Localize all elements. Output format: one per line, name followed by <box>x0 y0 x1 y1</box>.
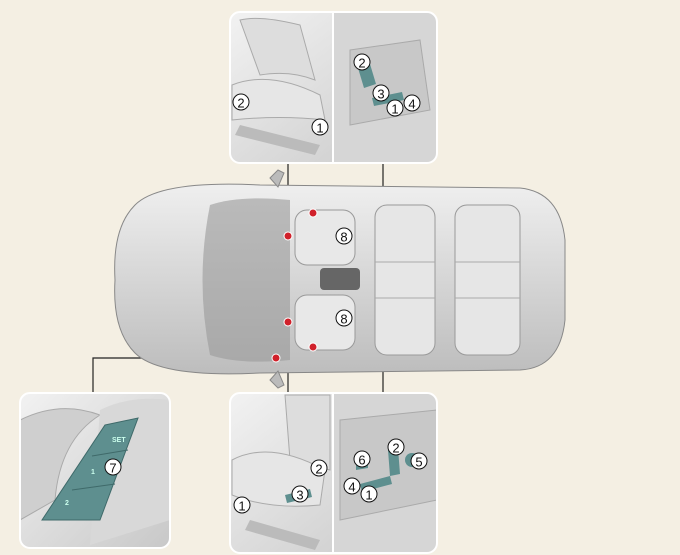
svg-text:2: 2 <box>392 441 399 456</box>
svg-text:SET: SET <box>112 437 126 444</box>
svg-text:1: 1 <box>91 469 95 476</box>
callout-2-switch: 2 <box>353 53 371 71</box>
callout-4-switch: 4 <box>403 94 421 112</box>
callout-1-seat: 1 <box>311 118 329 136</box>
top-seat-controls-panel: 2 1 2 3 1 4 <box>229 11 438 164</box>
callout-8-driver: 8 <box>335 227 353 245</box>
svg-text:2: 2 <box>315 462 322 477</box>
bottom-seat-controls-panel: 2 3 1 6 2 5 4 1 <box>229 392 438 554</box>
callout-2-switch: 2 <box>387 438 405 456</box>
callout-5-switch: 5 <box>410 452 428 470</box>
svg-text:2: 2 <box>358 56 365 71</box>
location-markers <box>271 208 318 363</box>
callout-2-seat: 2 <box>310 459 328 477</box>
svg-text:2: 2 <box>65 500 69 507</box>
callout-8-passenger: 8 <box>335 309 353 327</box>
svg-text:6: 6 <box>358 453 365 468</box>
svg-text:4: 4 <box>408 97 415 112</box>
svg-text:8: 8 <box>340 312 347 327</box>
svg-text:3: 3 <box>377 87 384 102</box>
svg-text:1: 1 <box>391 102 398 117</box>
callout-4-switch: 4 <box>343 477 361 495</box>
svg-text:3: 3 <box>296 488 303 503</box>
car-top-view: 8 8 <box>114 169 566 389</box>
svg-text:4: 4 <box>348 480 355 495</box>
callout-7: 7 <box>104 458 122 476</box>
door-memory-panel: SET 1 2 7 <box>19 392 171 549</box>
svg-text:5: 5 <box>415 455 422 470</box>
svg-text:2: 2 <box>237 96 244 111</box>
callout-6-switch: 6 <box>353 450 371 468</box>
svg-text:8: 8 <box>340 230 347 245</box>
callout-1-switch: 1 <box>386 99 404 117</box>
svg-text:7: 7 <box>109 461 116 476</box>
svg-text:1: 1 <box>316 121 323 136</box>
svg-text:1: 1 <box>238 499 245 514</box>
svg-text:1: 1 <box>365 488 372 503</box>
callout-2-seat: 2 <box>232 93 250 111</box>
callout-1-seat: 1 <box>233 496 251 514</box>
callout-1-switch: 1 <box>360 485 378 503</box>
callout-3-seat: 3 <box>291 485 309 503</box>
callout-3-switch: 3 <box>372 84 390 102</box>
